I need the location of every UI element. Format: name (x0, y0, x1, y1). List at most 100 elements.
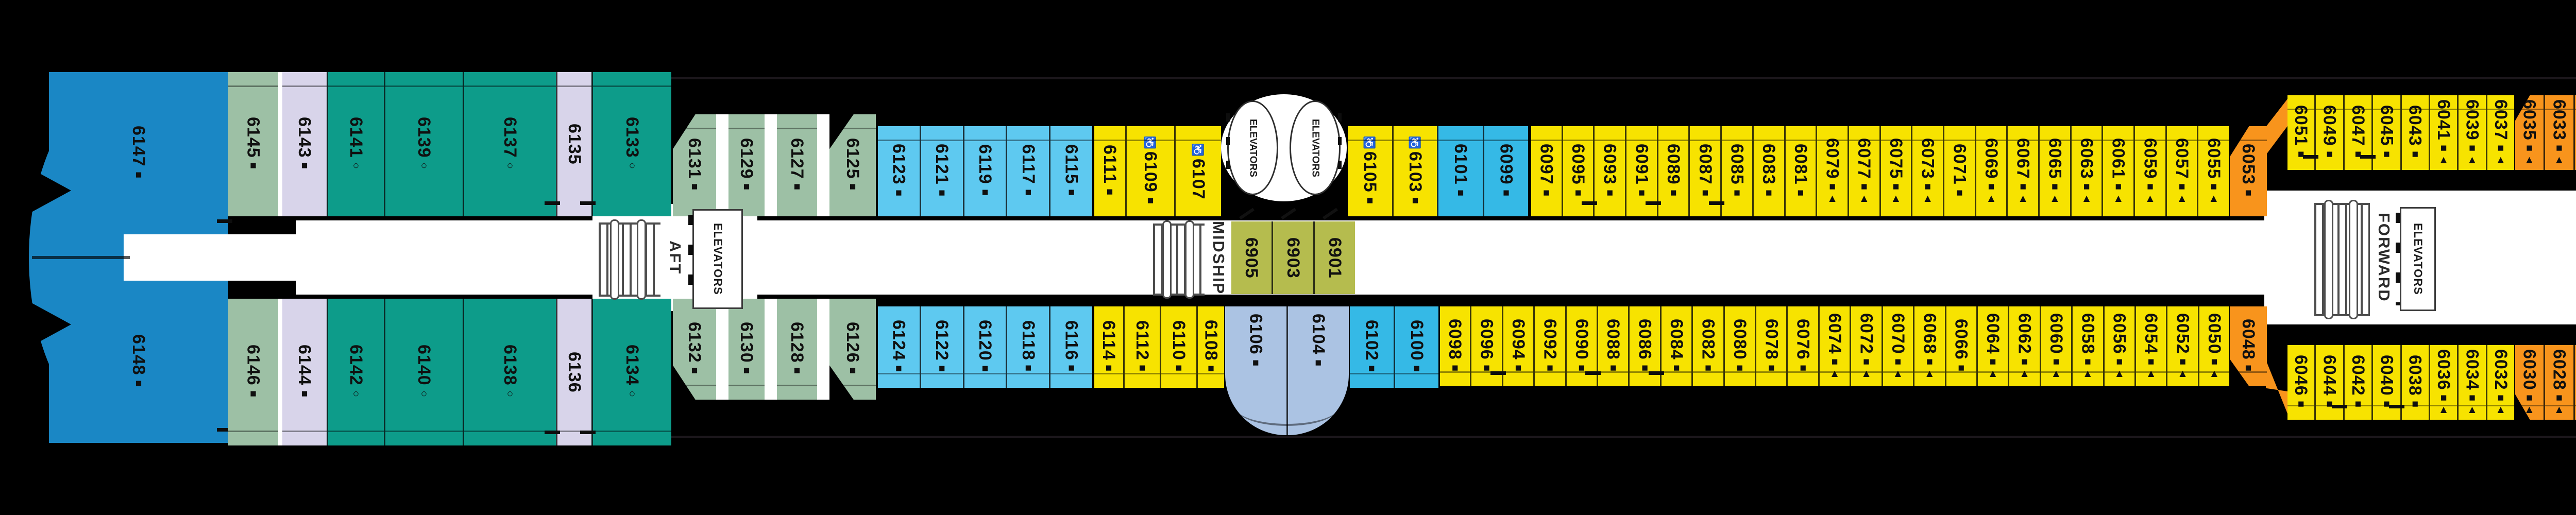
cabin-6084[interactable]: 6084■ (1659, 306, 1692, 386)
cabin-6112[interactable]: 6112■ (1123, 306, 1160, 388)
cabin-6045[interactable]: 6045■ (2371, 95, 2400, 170)
cabin-6122[interactable]: 6122■ (919, 306, 963, 388)
cabin-6130[interactable]: 6130■ (728, 299, 765, 400)
cabin-6137[interactable]: 6137○ (463, 72, 560, 216)
cabin-6062[interactable]: 6062■▲ (2008, 306, 2040, 386)
cabin-6056[interactable]: 6056■▲ (2103, 306, 2135, 386)
cabin-6069[interactable]: 6069■▲ (1974, 126, 2007, 216)
cabin-6086[interactable]: 6086■ (1628, 306, 1665, 386)
cabin-6106[interactable]: 6106■ (1225, 306, 1286, 435)
cabin-6097[interactable]: 6097■ (1531, 126, 1562, 216)
cabin-6109[interactable]: ♿6109■ (1125, 126, 1174, 216)
cabin-6063[interactable]: 6063■▲ (2070, 126, 2102, 216)
cabin-6052[interactable]: 6052■▲ (2166, 306, 2198, 386)
cabin-6085[interactable]: 6085■ (1720, 126, 1752, 216)
cabin-6078[interactable]: 6078■ (1755, 306, 1787, 386)
cabin-6124[interactable]: 6124■ (878, 306, 920, 388)
cabin-6120[interactable]: 6120■ (962, 306, 1006, 388)
cabin-6104[interactable]: 6104■ (1286, 306, 1349, 435)
cabin-6125[interactable]: 6125■ (829, 114, 876, 216)
cabin-6051[interactable]: 6051■ (2287, 95, 2319, 170)
cabin-6046[interactable]: 6046■ (2287, 345, 2315, 420)
cabin-6054[interactable]: 6054■▲ (2134, 306, 2166, 386)
cabin-6026[interactable]: 6026■▲ (2573, 345, 2576, 420)
cabin-6129[interactable]: 6129■ (728, 114, 765, 216)
cabin-6070[interactable]: 6070■▲ (1881, 306, 1913, 386)
cabin-6901[interactable]: 6901 (1313, 221, 1355, 294)
cabin-6068[interactable]: 6068■▲ (1913, 306, 1945, 386)
cabin-6061[interactable]: 6061■▲ (2102, 126, 2134, 216)
cabin-6074[interactable]: 6074■▲ (1818, 306, 1850, 386)
cabin-6105[interactable]: ♿6105■ (1348, 126, 1392, 216)
cabin-6039[interactable]: 6039■▲ (2457, 95, 2486, 170)
cabin-6071[interactable]: 6071■ (1942, 126, 1975, 216)
cabin-6044[interactable]: 6044■ (2314, 345, 2348, 420)
cabin-6134[interactable]: 6134○ (591, 299, 671, 445)
cabin-6115[interactable]: 6115■ (1049, 126, 1092, 216)
cabin-6903[interactable]: 6903 (1272, 221, 1313, 294)
cabin-6047[interactable]: 6047■ (2343, 95, 2376, 170)
cabin-6103[interactable]: ♿6103■ (1392, 126, 1437, 216)
cabin-6132[interactable]: 6132■ (673, 299, 716, 400)
cabin-6077[interactable]: 6077■▲ (1847, 126, 1879, 216)
cabin-6058[interactable]: 6058■▲ (2071, 306, 2103, 386)
cabin-6110[interactable]: 6110■ (1160, 306, 1196, 388)
cabin-6038[interactable]: 6038■ (2400, 345, 2429, 420)
cabin-6066[interactable]: 6066■ (1944, 306, 1977, 386)
cabin-6145[interactable]: 6145■ (228, 72, 278, 216)
cabin-6126[interactable]: 6126■ (829, 299, 876, 400)
cabin-6059[interactable]: 6059■▲ (2133, 126, 2165, 216)
cabin-6032[interactable]: 6032■▲ (2485, 345, 2515, 420)
cabin-6136[interactable]: 6136 (556, 299, 596, 445)
cabin-6067[interactable]: 6067■▲ (2006, 126, 2038, 216)
cabin-6060[interactable]: 6060■▲ (2039, 306, 2072, 386)
cabin-6075[interactable]: 6075■▲ (1879, 126, 1911, 216)
cabin-6133[interactable]: 6133○ (591, 72, 671, 216)
cabin-6037[interactable]: 6037■▲ (2485, 95, 2515, 170)
cabin-6089[interactable]: 6089■ (1656, 126, 1689, 216)
cabin-6090[interactable]: 6090■ (1565, 306, 1601, 386)
cabin-6041[interactable]: 6041■▲ (2428, 95, 2458, 170)
cabin-6098[interactable]: 6098■ (1440, 306, 1470, 386)
cabin-6049[interactable]: 6049■ (2314, 95, 2344, 170)
cabin-6121[interactable]: 6121■ (919, 126, 963, 216)
cabin-6131[interactable]: 6131■ (673, 114, 716, 216)
cabin-6042[interactable]: 6042■ (2343, 345, 2372, 420)
cabin-6057[interactable]: 6057■▲ (2165, 126, 2197, 216)
cabin-6036[interactable]: 6036■▲ (2428, 345, 2458, 420)
cabin-6076[interactable]: 6076■ (1786, 306, 1819, 386)
cabin-6079[interactable]: 6079■▲ (1816, 126, 1848, 216)
cabin-6087[interactable]: 6087■ (1688, 126, 1724, 216)
cabin-6142[interactable]: 6142○ (327, 299, 384, 445)
cabin-6031[interactable]: 6031■▲ (2573, 95, 2576, 170)
cabin-6147[interactable]: 6147■ (49, 72, 232, 234)
cabin-6033[interactable]: 6033■▲ (2543, 95, 2573, 170)
cabin-6108[interactable]: 6108■ (1196, 306, 1224, 388)
cabin-6072[interactable]: 6072■▲ (1850, 306, 1882, 386)
cabin-6088[interactable]: 6088■ (1597, 306, 1629, 386)
cabin-6135[interactable]: 6135 (556, 72, 596, 216)
cabin-6093[interactable]: 6093■ (1593, 126, 1625, 216)
cabin-6035[interactable]: 6035■▲ (2515, 95, 2544, 170)
cabin-6081[interactable]: 6081■ (1784, 126, 1816, 216)
cabin-6143[interactable]: 6143■ (282, 72, 327, 216)
cabin-6030[interactable]: 6030■▲ (2515, 345, 2544, 420)
cabin-6083[interactable]: 6083■ (1752, 126, 1784, 216)
cabin-6048[interactable]: 6048■ (2230, 306, 2267, 386)
cabin-6905[interactable]: 6905 (1231, 221, 1272, 294)
cabin-6138[interactable]: 6138○ (463, 299, 560, 445)
cabin-6095[interactable]: 6095■ (1561, 126, 1598, 216)
cabin-6082[interactable]: 6082■ (1691, 306, 1724, 386)
cabin-6091[interactable]: 6091■ (1625, 126, 1661, 216)
cabin-6102[interactable]: 6102■ (1350, 306, 1394, 388)
cabin-6100[interactable]: 6100■ (1393, 306, 1438, 388)
cabin-6028[interactable]: 6028■▲ (2543, 345, 2573, 420)
cabin-6101[interactable]: 6101■ (1437, 126, 1483, 216)
cabin-6141[interactable]: 6141○ (327, 72, 384, 216)
cabin-6146[interactable]: 6146■ (228, 299, 278, 445)
cabin-6055[interactable]: 6055■▲ (2197, 126, 2229, 216)
cabin-6065[interactable]: 6065■▲ (2038, 126, 2070, 216)
cabin-6050[interactable]: 6050■▲ (2197, 306, 2230, 386)
cabin-6148[interactable]: 6148■ (49, 281, 232, 443)
cabin-6140[interactable]: 6140○ (384, 299, 463, 445)
